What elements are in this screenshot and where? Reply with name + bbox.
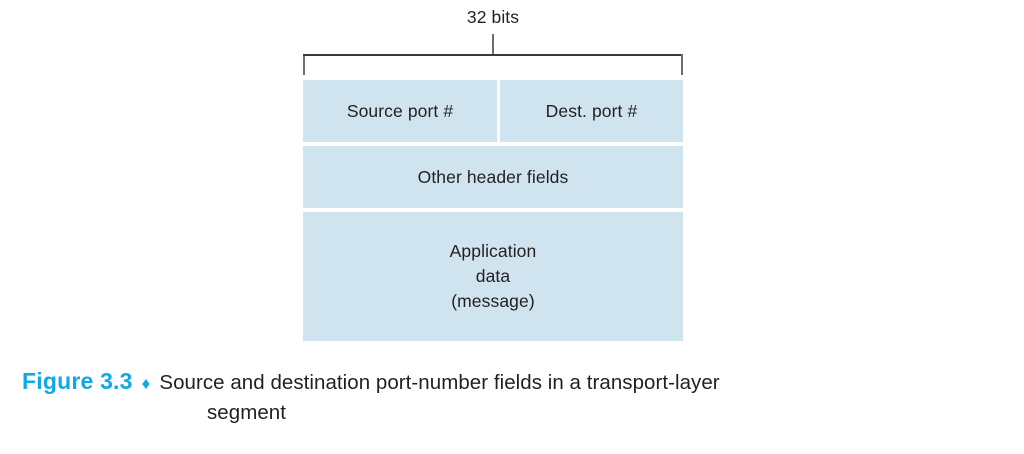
port-fields-divider [497,80,500,142]
bracket-left-tick-icon [303,54,305,75]
segment-row-application-data: Application data (message) [303,212,683,341]
segment-row-port-fields: Source port # Dest. port # [303,80,683,142]
diamond-separator-icon: ♦ [141,374,151,393]
caption-figure-number: Figure 3.3 [22,368,133,394]
application-data-line-2: data [475,266,511,286]
segment-field-application-data: Application data (message) [303,212,683,341]
width-label: 32 bits [466,7,520,27]
transport-segment-diagram: Source port # Dest. port # Other header … [303,80,683,341]
caption-text-line-2: segment [207,401,286,424]
bracket-horizontal-line [303,54,683,56]
segment-field-dest-port: Dest. port # [500,80,683,142]
segment-width-annotation: 32 bits [303,6,683,56]
bracket-right-tick-icon [681,54,683,75]
application-data-line-3: (message) [451,291,535,311]
caption-text-line-1: Source and destination port-number field… [159,371,720,394]
segment-field-source-port: Source port # [303,80,497,142]
segment-field-other-header-fields: Other header fields [303,146,683,208]
caption-line-1: Figure 3.3 ♦ Source and destination port… [22,368,1002,395]
application-data-line-1: Application [449,241,537,261]
span-bracket-icon [303,54,683,76]
figure-caption: Figure 3.3 ♦ Source and destination port… [22,368,1002,425]
segment-row-other-header: Other header fields [303,146,683,208]
vertical-tick-icon [492,34,494,55]
